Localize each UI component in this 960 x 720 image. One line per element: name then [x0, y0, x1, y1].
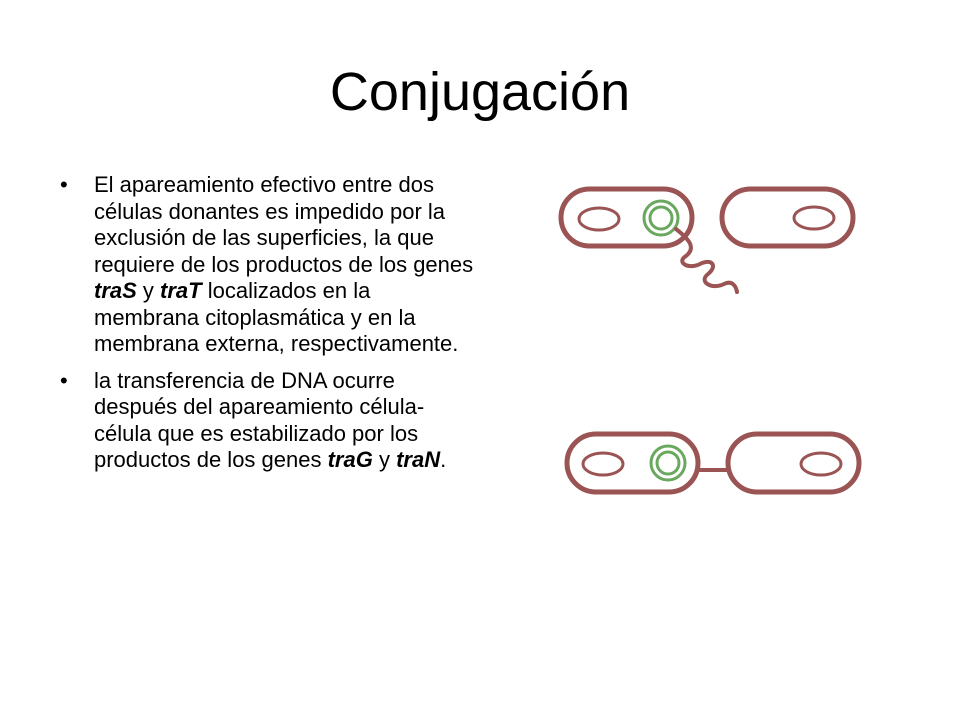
gene-name: traT: [160, 278, 202, 303]
donor-cell: [558, 186, 695, 249]
cell-nucleoid: [577, 206, 621, 232]
donor-cell: [564, 431, 701, 495]
slide-title: Conjugación: [329, 62, 631, 122]
bullet-dot: •: [60, 367, 68, 393]
gene-name: traG: [327, 447, 373, 472]
recipient-cell: [725, 431, 862, 495]
plasmid-inner: [655, 450, 681, 476]
bottom-cell-pair: [564, 431, 862, 495]
plasmid-inner: [648, 205, 674, 231]
gene-name: traS: [94, 278, 137, 303]
plasmid-outer: [642, 199, 680, 237]
cell-nucleoid: [799, 451, 843, 477]
gene-name: traN: [396, 447, 441, 472]
plasmid-outer: [649, 444, 687, 482]
bullet-list: • El apareamiento efectivo entre dos cél…: [60, 172, 480, 484]
bullet-text: .: [440, 447, 447, 472]
bullet-text: El apareamiento efectivo entre dos célul…: [94, 172, 474, 277]
bullet-item-2: • la transferencia de DNA ocurre después…: [60, 368, 480, 474]
bullet-text: la transferencia de DNA ocurre después d…: [94, 367, 425, 473]
sex-pilus: [674, 227, 739, 294]
top-cell-pair: [558, 186, 856, 294]
recipient-cell: [719, 186, 856, 249]
bullet-dot: •: [60, 172, 68, 197]
bullet-text: y: [136, 278, 161, 303]
bullet-text: localizados en la membrana citoplasmátic…: [94, 278, 459, 356]
cell-nucleoid: [792, 205, 836, 231]
bullet-item-1: • El apareamiento efectivo entre dos cél…: [60, 172, 480, 358]
cell-nucleoid: [581, 451, 625, 477]
bullet-text: y: [372, 447, 397, 472]
